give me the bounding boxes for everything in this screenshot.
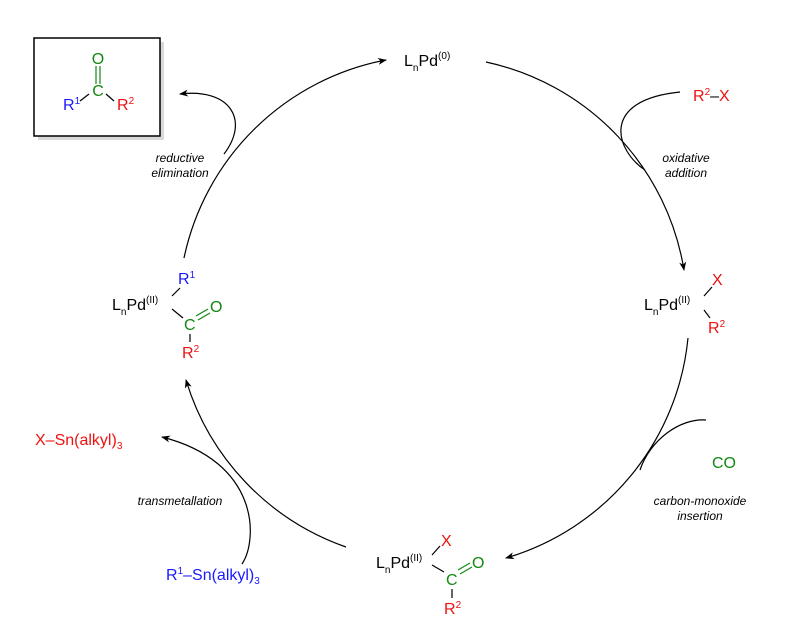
product-exit-arrow [179,89,236,155]
product-r1: R1 [63,96,81,114]
svg-text:R2: R2 [708,319,726,337]
product-r2: R2 [117,96,135,114]
product-box [33,37,164,140]
svg-text:O: O [472,555,484,572]
svg-text:R2: R2 [444,600,462,618]
pd0-complex: LnPd(0) [404,51,450,74]
co-entry-arrow [639,419,707,471]
arc-pd0-to-oxidative [485,61,687,271]
arc-insertion-to-transmetallation [184,379,347,548]
reagent-r2x: R2–X [693,87,730,105]
product-carbon: C [92,83,104,100]
byproduct-x-tin: X–Sn(alkyl)3 [35,432,123,452]
pd-diorgano-complex: LnPd(II) R1 C O R2 [112,270,222,362]
svg-text:LnPd(II): LnPd(II) [112,295,158,318]
svg-text:LnPd(II): LnPd(II) [644,295,690,318]
svg-text:X: X [441,533,452,550]
reagent-r1-tin: R1–Sn(alkyl)3 [166,566,260,587]
svg-text:R2: R2 [182,344,200,362]
reagent-co: CO [712,455,736,472]
svg-text:R1: R1 [178,270,196,288]
svg-text:X: X [712,272,723,289]
r2x-entry-arrow [620,91,681,171]
arc-transmetallation-to-pd0 [183,58,387,259]
arc-oxidative-to-insertion [505,337,689,560]
cycle-arrows [183,58,689,560]
svg-text:C: C [446,572,458,589]
svg-text:O: O [210,299,222,316]
svg-text:C: C [184,317,196,334]
side-arrows [161,89,707,565]
product-ketone: O C R1 R2 [63,51,135,114]
pd-oxidative-addition-complex: LnPd(II) X R2 [644,272,726,337]
svg-text:LnPd(II): LnPd(II) [376,553,422,576]
r1sn-entry-arrow [161,435,251,565]
step-transmetallation-label: transmetallation [138,494,223,508]
product-oxygen: O [92,51,104,68]
pd-acyl-complex: LnPd(II) X C O R2 [376,533,484,618]
